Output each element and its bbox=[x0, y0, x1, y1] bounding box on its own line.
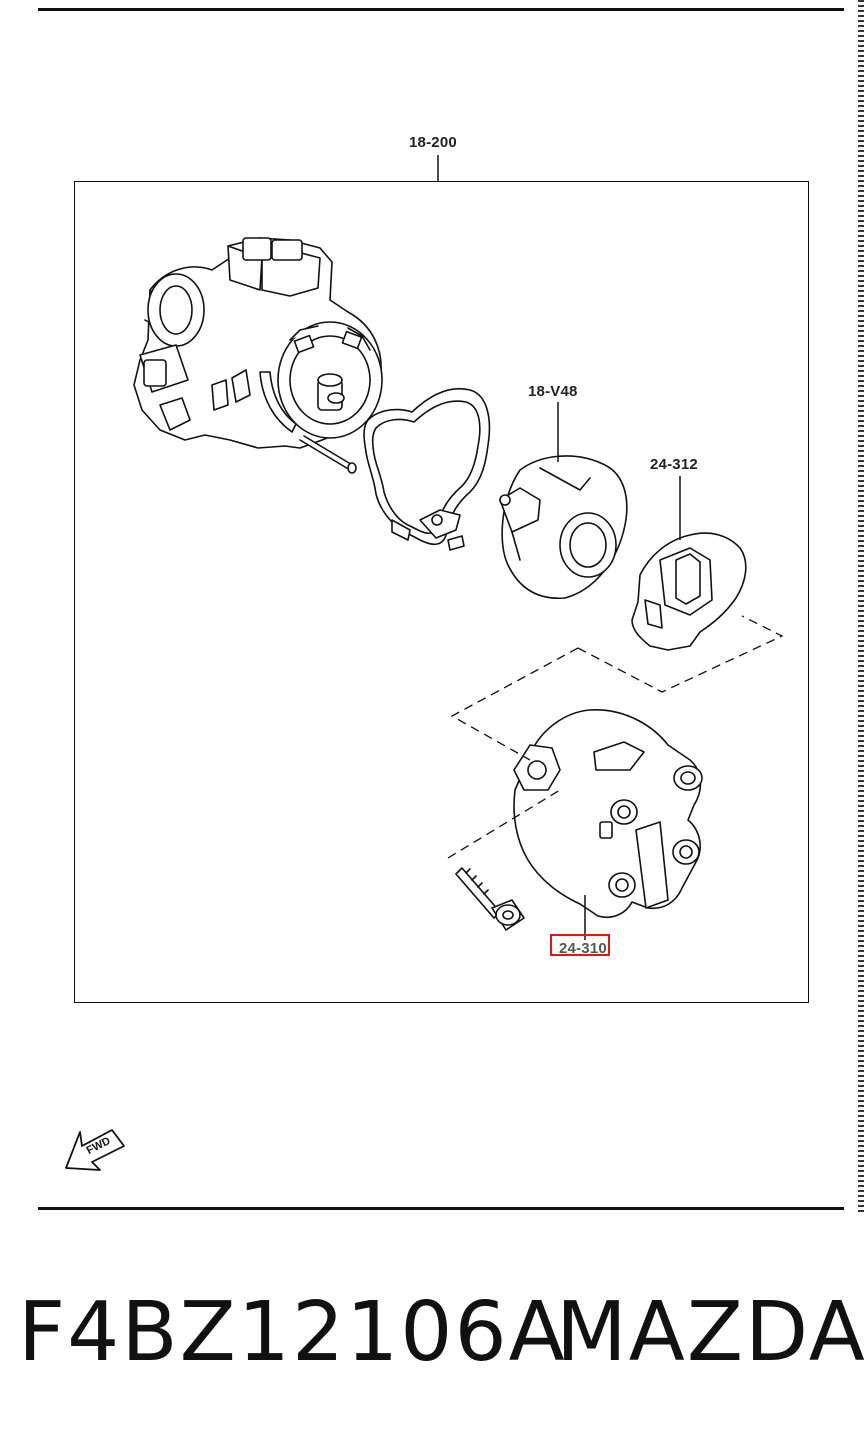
cap-24-310 bbox=[513, 709, 703, 918]
callout-24-310-highlight bbox=[550, 934, 610, 956]
brand-name: MAZDA bbox=[556, 1285, 864, 1380]
bottom-rule bbox=[38, 1207, 844, 1210]
callout-18-200: 18-200 bbox=[409, 134, 457, 151]
scan-edge bbox=[858, 0, 864, 1215]
top-rule bbox=[38, 8, 844, 11]
callout-24-310: 24-310 bbox=[559, 940, 607, 957]
rotor-24-312 bbox=[631, 532, 747, 651]
callout-18-v48: 18-V48 bbox=[528, 383, 578, 400]
callout-24-312: 24-312 bbox=[650, 456, 698, 473]
sensor-18-v48 bbox=[499, 455, 628, 600]
gasket bbox=[363, 388, 491, 551]
distributor-housing bbox=[133, 237, 383, 474]
diagram-frame bbox=[74, 181, 809, 1003]
part-number: F4BZ12106A bbox=[18, 1285, 567, 1380]
bolt bbox=[455, 867, 525, 931]
fwd-arrow-outline bbox=[65, 1129, 125, 1171]
